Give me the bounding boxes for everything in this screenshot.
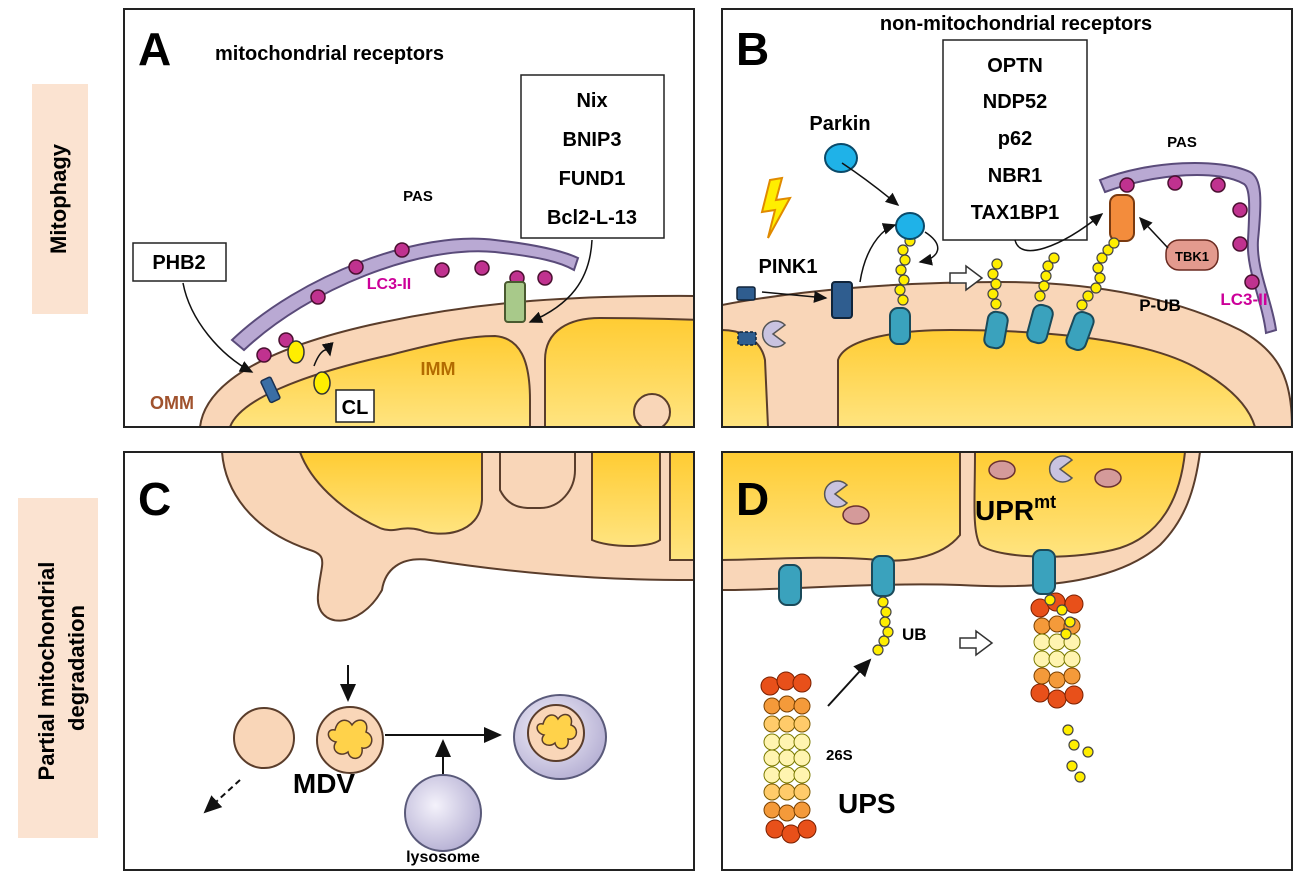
- nix-receptor: [504, 281, 526, 323]
- matrix-a2: [544, 316, 694, 427]
- parkin-label: Parkin: [809, 113, 870, 135]
- pas-membrane-a: [230, 237, 580, 352]
- arrow-ups: [827, 658, 872, 707]
- pink1-label: PINK1: [759, 256, 818, 278]
- ub-chains-b: [894, 235, 1120, 311]
- cl-exposed: [287, 340, 305, 364]
- mdv-label: MDV: [293, 768, 356, 799]
- side-label-line2: degradation: [64, 605, 89, 731]
- pas-label-a: PAS: [403, 188, 433, 205]
- cl-label: CL: [342, 397, 369, 419]
- side-label-mitophagy-text: Mitophagy: [46, 143, 71, 254]
- panel-a-letter: A: [138, 23, 171, 75]
- panel-a: A mitochondrial receptors Nix BNIP3 FUND…: [123, 8, 695, 428]
- autophagy-receptor-b: [1109, 194, 1135, 242]
- side-label-partial: Partial mitochondrial degradation: [18, 498, 98, 838]
- free-vesicle: [233, 707, 295, 769]
- autolysosome-cargo: [536, 713, 578, 750]
- arrow-phb2: [182, 282, 254, 373]
- receptor-nbr1: NBR1: [988, 165, 1042, 187]
- lysosome: [404, 774, 482, 852]
- phb2-receptor: [260, 376, 281, 404]
- tbk1-label: TBK1: [1175, 249, 1209, 264]
- s26-label: 26S: [826, 747, 853, 764]
- open-arrow-b: [949, 264, 984, 292]
- teal-receptors-d: [778, 549, 1056, 606]
- upr-proteins: [823, 455, 1122, 525]
- pas-membrane-b: [1098, 162, 1278, 335]
- arrow-tbk1: [1138, 216, 1169, 249]
- proteasome-26s: [760, 671, 817, 844]
- panel-b-title: non-mitochondrial receptors: [880, 13, 1152, 35]
- side-label-line1: Partial mitochondrial: [34, 562, 59, 781]
- arrow-pink1-parkin: [859, 223, 897, 283]
- ub-label: UB: [902, 625, 927, 644]
- matrix-c3: [669, 452, 694, 561]
- teal-receptors-b: [889, 303, 1095, 352]
- open-arrow-d: [959, 629, 994, 657]
- panel-c-letter: C: [138, 473, 171, 525]
- receptor-fund1: FUND1: [559, 168, 626, 190]
- upr-label: UPRmt: [975, 492, 1056, 526]
- pink1-cleaved: [737, 331, 757, 346]
- lc3-label-b: LC3-II: [1220, 290, 1267, 309]
- lightning-icon: [760, 176, 792, 239]
- arrow-dashed: [203, 779, 241, 814]
- arrow-pink1-stabilize: [761, 290, 828, 303]
- panel-a-title: mitochondrial receptors: [215, 43, 444, 65]
- proteasome-engaged: [1030, 592, 1094, 783]
- imm-label: IMM: [421, 359, 456, 379]
- tbk1-shape: [1165, 239, 1219, 271]
- arrow-receptor-box: [1014, 213, 1104, 252]
- upr-text: UPR: [975, 495, 1034, 526]
- matrix-d2: [973, 452, 1187, 558]
- arrow-parkin-ub: [918, 231, 939, 266]
- side-label-partial-text: Partial mitochondrial degradation: [34, 556, 89, 781]
- pub-label: P-UB: [1139, 296, 1181, 315]
- ub-chain-d: [872, 596, 894, 656]
- panel-c-frame: [123, 451, 695, 871]
- receptor-nix: Nix: [576, 90, 607, 112]
- upr-sup: mt: [1034, 492, 1056, 512]
- matrix-c2: [591, 452, 661, 547]
- receptor-optn: OPTN: [987, 55, 1043, 77]
- phb2-box: [132, 242, 227, 282]
- omm-label: OMM: [150, 393, 194, 413]
- parkin-free: [824, 143, 858, 173]
- arrow-parkin-recruit: [841, 162, 900, 206]
- pink1-small: [736, 286, 756, 301]
- cl-box: [335, 389, 375, 423]
- cl-inner: [313, 371, 331, 395]
- arrow-nix: [528, 239, 593, 323]
- ups-label: UPS: [838, 788, 896, 819]
- lc3-label-a: LC3-II: [367, 276, 411, 293]
- matrix-c1: [298, 452, 483, 535]
- parkin-bound: [895, 212, 925, 240]
- panel-b-frame: [721, 8, 1293, 428]
- mdv-cargo: [327, 719, 373, 760]
- phb2-label: PHB2: [152, 252, 205, 274]
- panel-a-frame: [123, 8, 695, 428]
- receptor-p62: p62: [998, 128, 1032, 150]
- receptor-box-a: [520, 74, 665, 239]
- panel-b-letter: B: [736, 23, 769, 75]
- side-label-mitophagy: Mitophagy: [32, 84, 88, 314]
- panel-d-letter: D: [736, 473, 769, 525]
- panel-c: C MDV lysosome: [123, 451, 695, 871]
- panel-d-frame: [721, 451, 1293, 871]
- lysosome-label: lysosome: [406, 849, 480, 866]
- pas-label-b: PAS: [1167, 134, 1197, 151]
- protease-b: [761, 320, 787, 348]
- panel-b: B non-mitochondrial receptors OPTN NDP52…: [721, 8, 1293, 428]
- arrow-cl-flip: [313, 342, 334, 367]
- receptor-ndp52: NDP52: [983, 91, 1047, 113]
- receptor-bcl2l13: Bcl2-L-13: [547, 207, 637, 229]
- receptor-tax1bp1: TAX1BP1: [971, 202, 1060, 224]
- panel-d: D UPRmt UB 26S UPS: [721, 451, 1293, 871]
- crista-c: [499, 452, 576, 510]
- lc3-beads-b: [1119, 175, 1260, 290]
- pink1-receptor: [831, 281, 853, 319]
- receptor-bnip3: BNIP3: [563, 129, 622, 151]
